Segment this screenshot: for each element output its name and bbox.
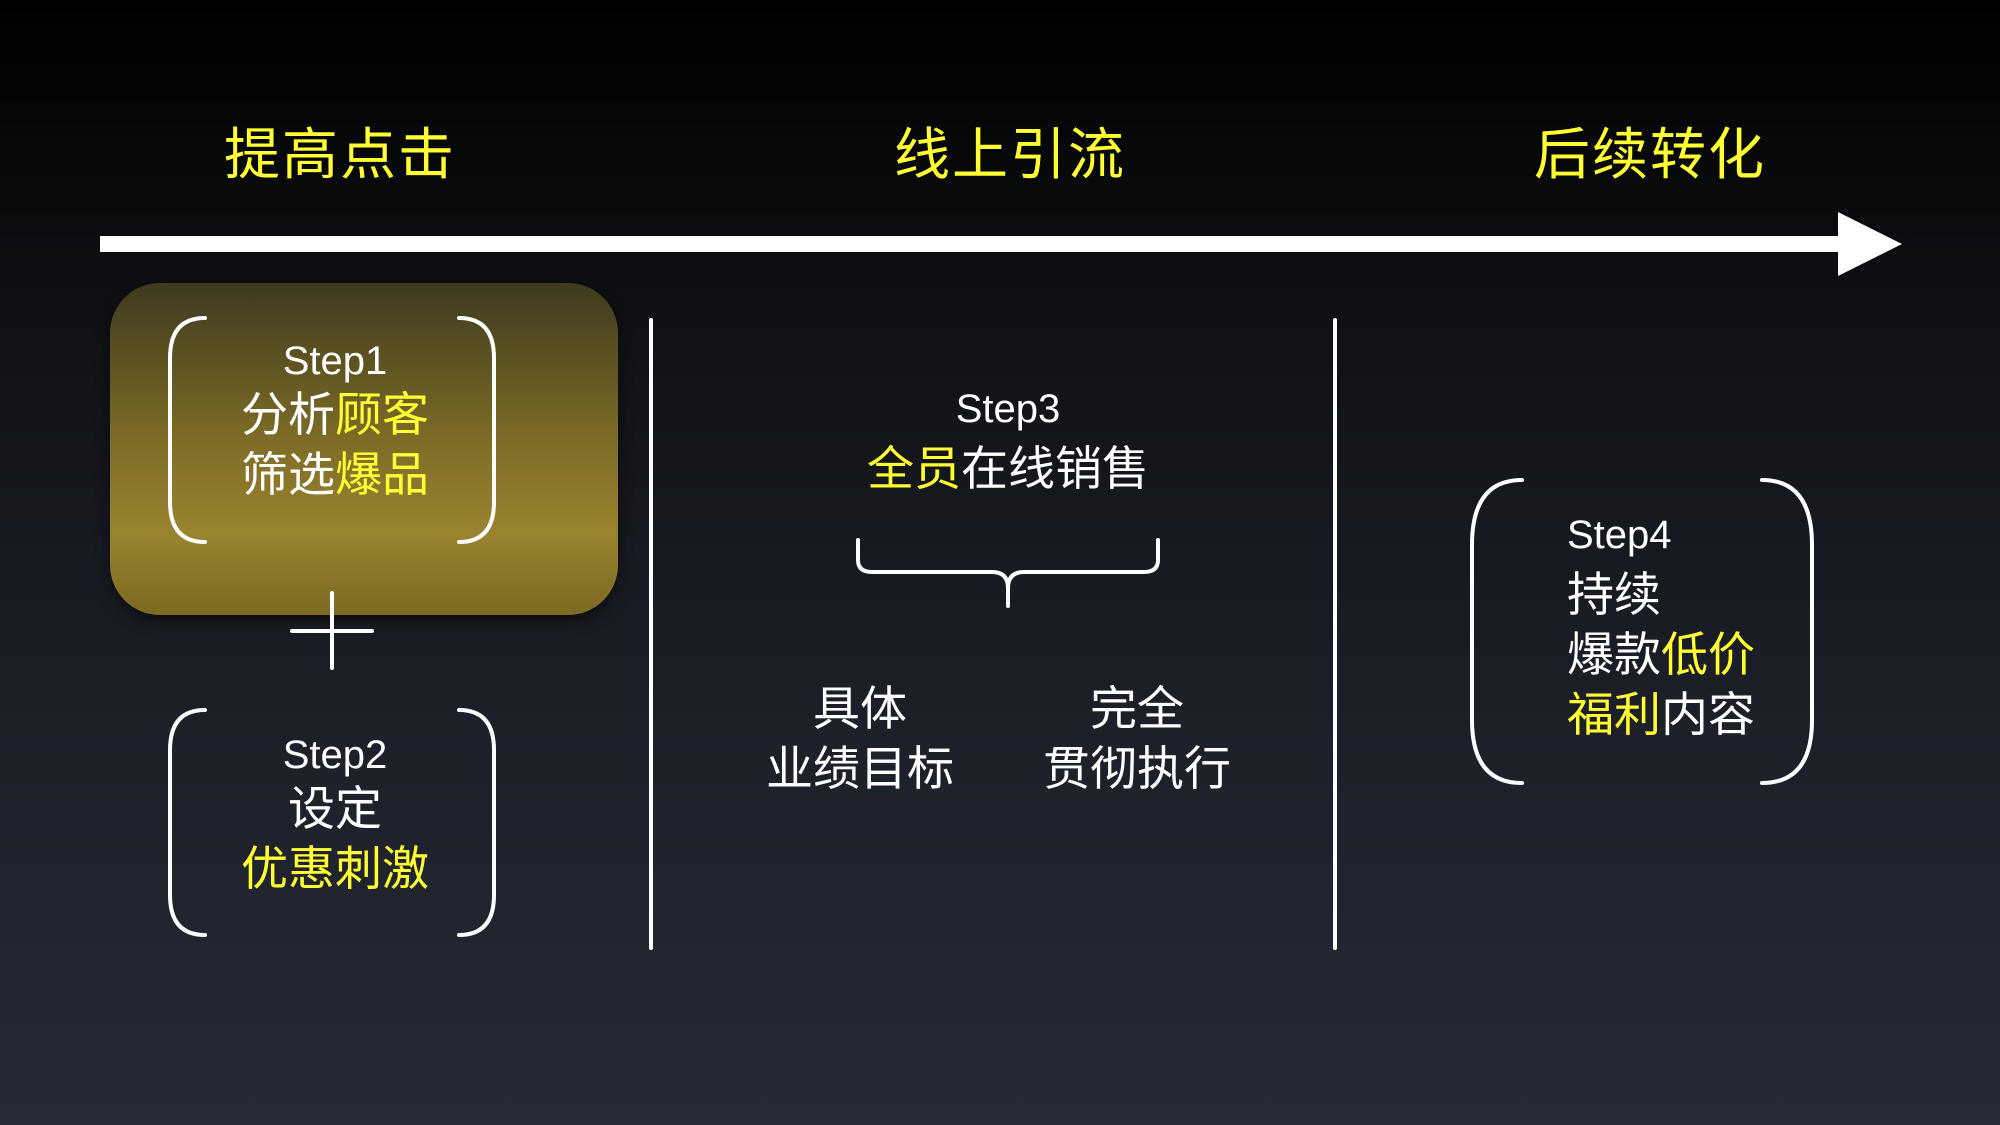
- step2-line1: 设定: [288, 782, 382, 837]
- step4-line3: 福利内容: [1567, 686, 1797, 746]
- step3-branch-1: 具体 业绩目标: [730, 680, 990, 800]
- step1-title: Step1: [282, 339, 388, 383]
- step4-block: Step4 持续 爆款低价 福利内容: [1567, 510, 1797, 746]
- step3-branch-2: 完全 贯彻执行: [1007, 680, 1267, 800]
- step4-line3-yellow: 福利: [1567, 688, 1661, 743]
- step1-highlight-box: [110, 283, 618, 615]
- step3-title: Step3: [955, 387, 1061, 431]
- step2-bracket-right: [457, 708, 496, 937]
- step3-brace: [856, 538, 1160, 608]
- phase-label-traffic: 线上引流: [894, 123, 1126, 188]
- step2-block: Step2 设定 优惠刺激: [180, 730, 490, 900]
- step1-bracket-right: [457, 316, 496, 544]
- step3-branch-1-line1: 具体: [813, 682, 907, 737]
- step1-line1: 分析顾客: [180, 386, 490, 446]
- step4-line2-yellow: 低价: [1661, 628, 1755, 683]
- step4-bracket-left: [1470, 478, 1524, 785]
- step4-line2-white: 爆款: [1567, 628, 1661, 683]
- step1-line2-white: 筛选: [241, 448, 335, 503]
- step4-line3-white: 内容: [1661, 688, 1755, 743]
- timeline-arrow-head: [1838, 212, 1902, 276]
- step2-title: Step2: [282, 733, 388, 777]
- step4-line2: 爆款低价: [1567, 626, 1797, 686]
- step4-title: Step4: [1567, 513, 1672, 557]
- step2-line2: 优惠刺激: [241, 842, 429, 897]
- step3-headline-white: 在线销售: [961, 442, 1149, 497]
- step2-bracket-left: [168, 708, 207, 937]
- step1-line1-white: 分析: [241, 388, 335, 443]
- step1-line1-yellow: 顾客: [335, 388, 429, 443]
- step3-branch-1-line2: 业绩目标: [766, 742, 954, 797]
- phase-label-conversion: 后续转化: [1534, 123, 1766, 188]
- step3-branch-2-line1: 完全: [1090, 682, 1184, 737]
- step3-headline: 全员在线销售: [808, 440, 1208, 500]
- step3-branch-2-line2: 贯彻执行: [1043, 742, 1231, 797]
- step3-headline-yellow: 全员: [867, 442, 961, 497]
- step3-block: Step3 全员在线销售: [808, 384, 1208, 500]
- phase-label-click: 提高点击: [224, 123, 456, 188]
- step1-line2: 筛选爆品: [180, 446, 490, 506]
- step1-bracket-left: [168, 316, 207, 544]
- step1-line2-yellow: 爆品: [335, 448, 429, 503]
- step4-bracket-right: [1760, 478, 1814, 785]
- step1-block: Step1 分析顾客 筛选爆品: [180, 336, 490, 506]
- step4-line1: 持续: [1567, 568, 1661, 623]
